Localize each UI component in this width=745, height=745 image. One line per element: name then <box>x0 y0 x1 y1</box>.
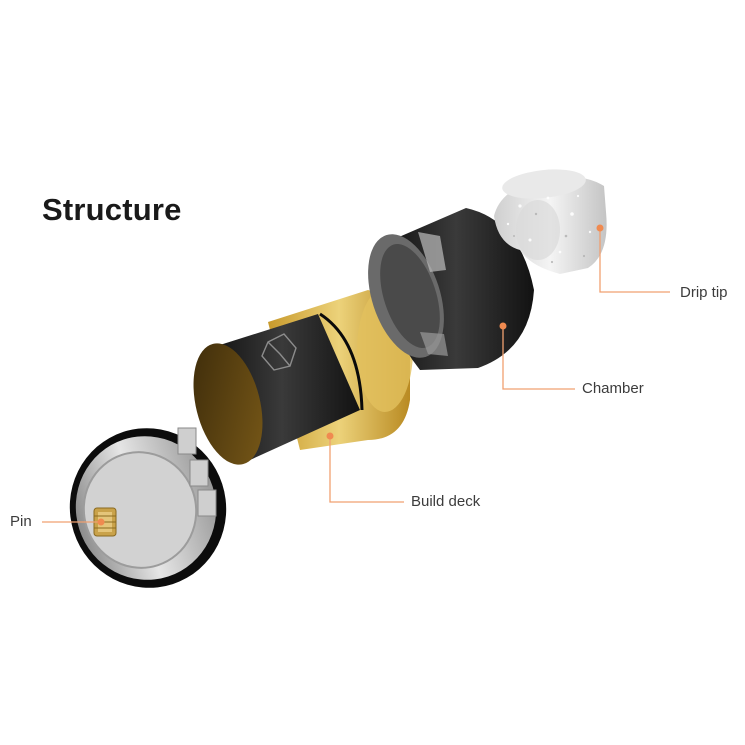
callout-drip-tip: Drip tip <box>680 284 728 301</box>
leader-lines <box>42 228 670 523</box>
dot-drip-tip <box>596 224 604 232</box>
base-with-pin <box>69 427 227 588</box>
chamber-ring <box>368 208 534 370</box>
leader-build-deck <box>329 436 404 503</box>
dot-chamber <box>499 322 507 330</box>
diagram-title: Structure <box>42 192 182 227</box>
callout-chamber: Chamber <box>582 380 644 397</box>
leader-chamber <box>502 326 575 390</box>
leader-drip-tip <box>599 228 670 293</box>
callout-pin: Pin <box>10 513 32 530</box>
logo-emblem-icon <box>261 333 297 371</box>
callout-build-deck: Build deck <box>411 493 481 510</box>
leader-dots <box>97 224 604 526</box>
drip-tip <box>494 169 607 274</box>
build-deck-sleeve <box>193 288 413 465</box>
dot-build-deck <box>326 432 334 440</box>
dot-pin <box>97 518 105 526</box>
